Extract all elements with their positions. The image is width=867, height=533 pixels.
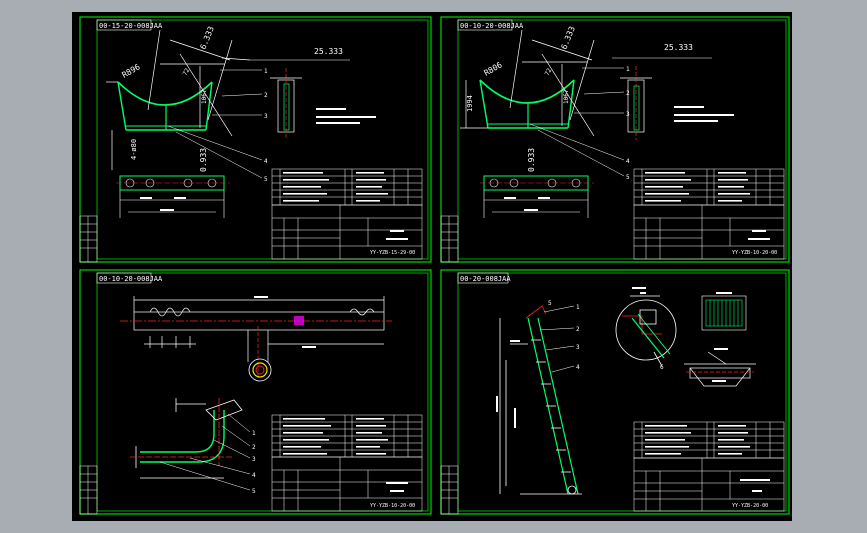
sheet-4-frame [440, 269, 790, 515]
svg-text:2: 2 [576, 326, 580, 333]
svg-text:72: 72 [544, 67, 554, 77]
callout-2: 2 [264, 92, 268, 99]
svg-text:4: 4 [626, 158, 630, 165]
svg-text:1067: 1067 [201, 89, 208, 104]
sheet-4-title-block [633, 457, 785, 512]
svg-text:72: 72 [182, 67, 192, 77]
sheet-1-drawing-no: YY-YZB-15-29-00 [370, 250, 415, 256]
svg-text:5: 5 [252, 488, 256, 495]
svg-text:0.933: 0.933 [527, 148, 536, 172]
callout-4: 4 [264, 158, 268, 165]
sheet-1-code: 00-15-20-008JAA [99, 22, 163, 30]
sheet-3-drawing-no: YY-YZB-10-20-00 [370, 503, 415, 509]
drawing-canvas [72, 12, 792, 521]
svg-text:2: 2 [252, 444, 256, 451]
svg-text:1: 1 [576, 304, 580, 311]
sheet-2-drawing-no: YY-YZB-10-20-00 [732, 250, 777, 256]
svg-text:4: 4 [576, 364, 580, 371]
callout-1: 1 [264, 68, 268, 75]
dim-holes: 4-ø80 [130, 139, 138, 160]
svg-text:25.333: 25.333 [664, 43, 693, 52]
sheet-2: 00-10-20-008JAA 1 2 3 4 5 [440, 16, 790, 263]
sheet-2-frame [440, 16, 790, 263]
sheet-1-frame [79, 16, 432, 263]
sheet-4: 00-20-008JAA 1 2 3 4 5 6 [440, 269, 790, 515]
sheet-4-drawing-no: YY-YZB-20-00 [732, 503, 768, 509]
dim-width: 25.333 [314, 47, 343, 56]
sheet-2-code: 00-10-20-008JAA [460, 22, 524, 30]
svg-text:5: 5 [548, 300, 552, 307]
callout-3: 3 [264, 113, 268, 120]
sheet-3-frame [79, 269, 432, 515]
svg-text:6: 6 [660, 364, 664, 371]
sheet-4-code: 00-20-008JAA [460, 275, 511, 283]
callout-5: 5 [264, 176, 268, 183]
sheet-3: 00-10-20-008JAA [79, 269, 432, 515]
svg-text:1: 1 [252, 430, 256, 437]
sheet-1: 00-15-20-008JAA 1 2 [79, 16, 432, 263]
sheet-3-code: 00-10-20-008JAA [99, 275, 163, 283]
dim-height: 0.933 [199, 148, 208, 172]
svg-text:1067: 1067 [563, 89, 570, 104]
svg-text:3: 3 [576, 344, 580, 351]
sheet-3-bom-table [271, 414, 423, 458]
svg-text:1994: 1994 [466, 95, 474, 112]
svg-text:5: 5 [626, 174, 630, 181]
svg-text:3: 3 [252, 456, 256, 463]
sheet-2-bom-table [633, 168, 785, 206]
svg-text:4: 4 [252, 472, 256, 479]
svg-text:1: 1 [626, 66, 630, 73]
